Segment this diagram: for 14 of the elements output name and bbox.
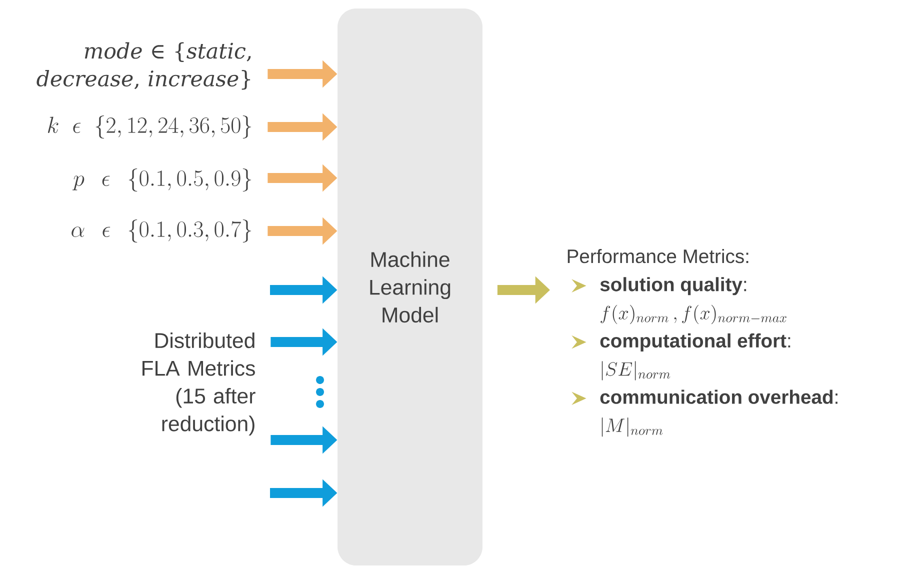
node-label: $|SE|_{norm}$ xyxy=(602,361,670,380)
metrics-list: Performance Metrics: solution quality: $f(x)_{norm}\, , f(x)_{norm-max}$ computational effort: $|SE|_{norm}$ communication overhead: $|M|_{norm}$ xyxy=(568,248,838,437)
node-label: communication overhead: xyxy=(600,390,838,404)
node-label: $|M|_{norm}$ xyxy=(602,417,663,437)
node-label: $f(x)_{norm}\, , f(x)_{norm-max}$ xyxy=(600,304,786,324)
parameter-label: $p \;\epsilon\; \{0.1, 0.5, 0.9\}$ xyxy=(72,168,252,192)
node-label: computational effort: xyxy=(600,333,790,352)
parameter-label: mode ∈ {static, decrease, increase} xyxy=(36,42,251,90)
node-label: solution quality: xyxy=(600,277,746,296)
parameter-label: $k \;\epsilon\; \{2, 12, 24, 36, 50\}$ xyxy=(48,115,252,139)
node-label: Performance Metrics: xyxy=(568,248,748,264)
input-group-label: Distributed FLA Metrics (15 after reduction) xyxy=(142,332,256,436)
parameter-label: $\alpha \;\epsilon\; \{0.1, 0.3, 0.7\}$ xyxy=(72,219,252,243)
model-box: Machine Learning Model xyxy=(338,8,482,566)
